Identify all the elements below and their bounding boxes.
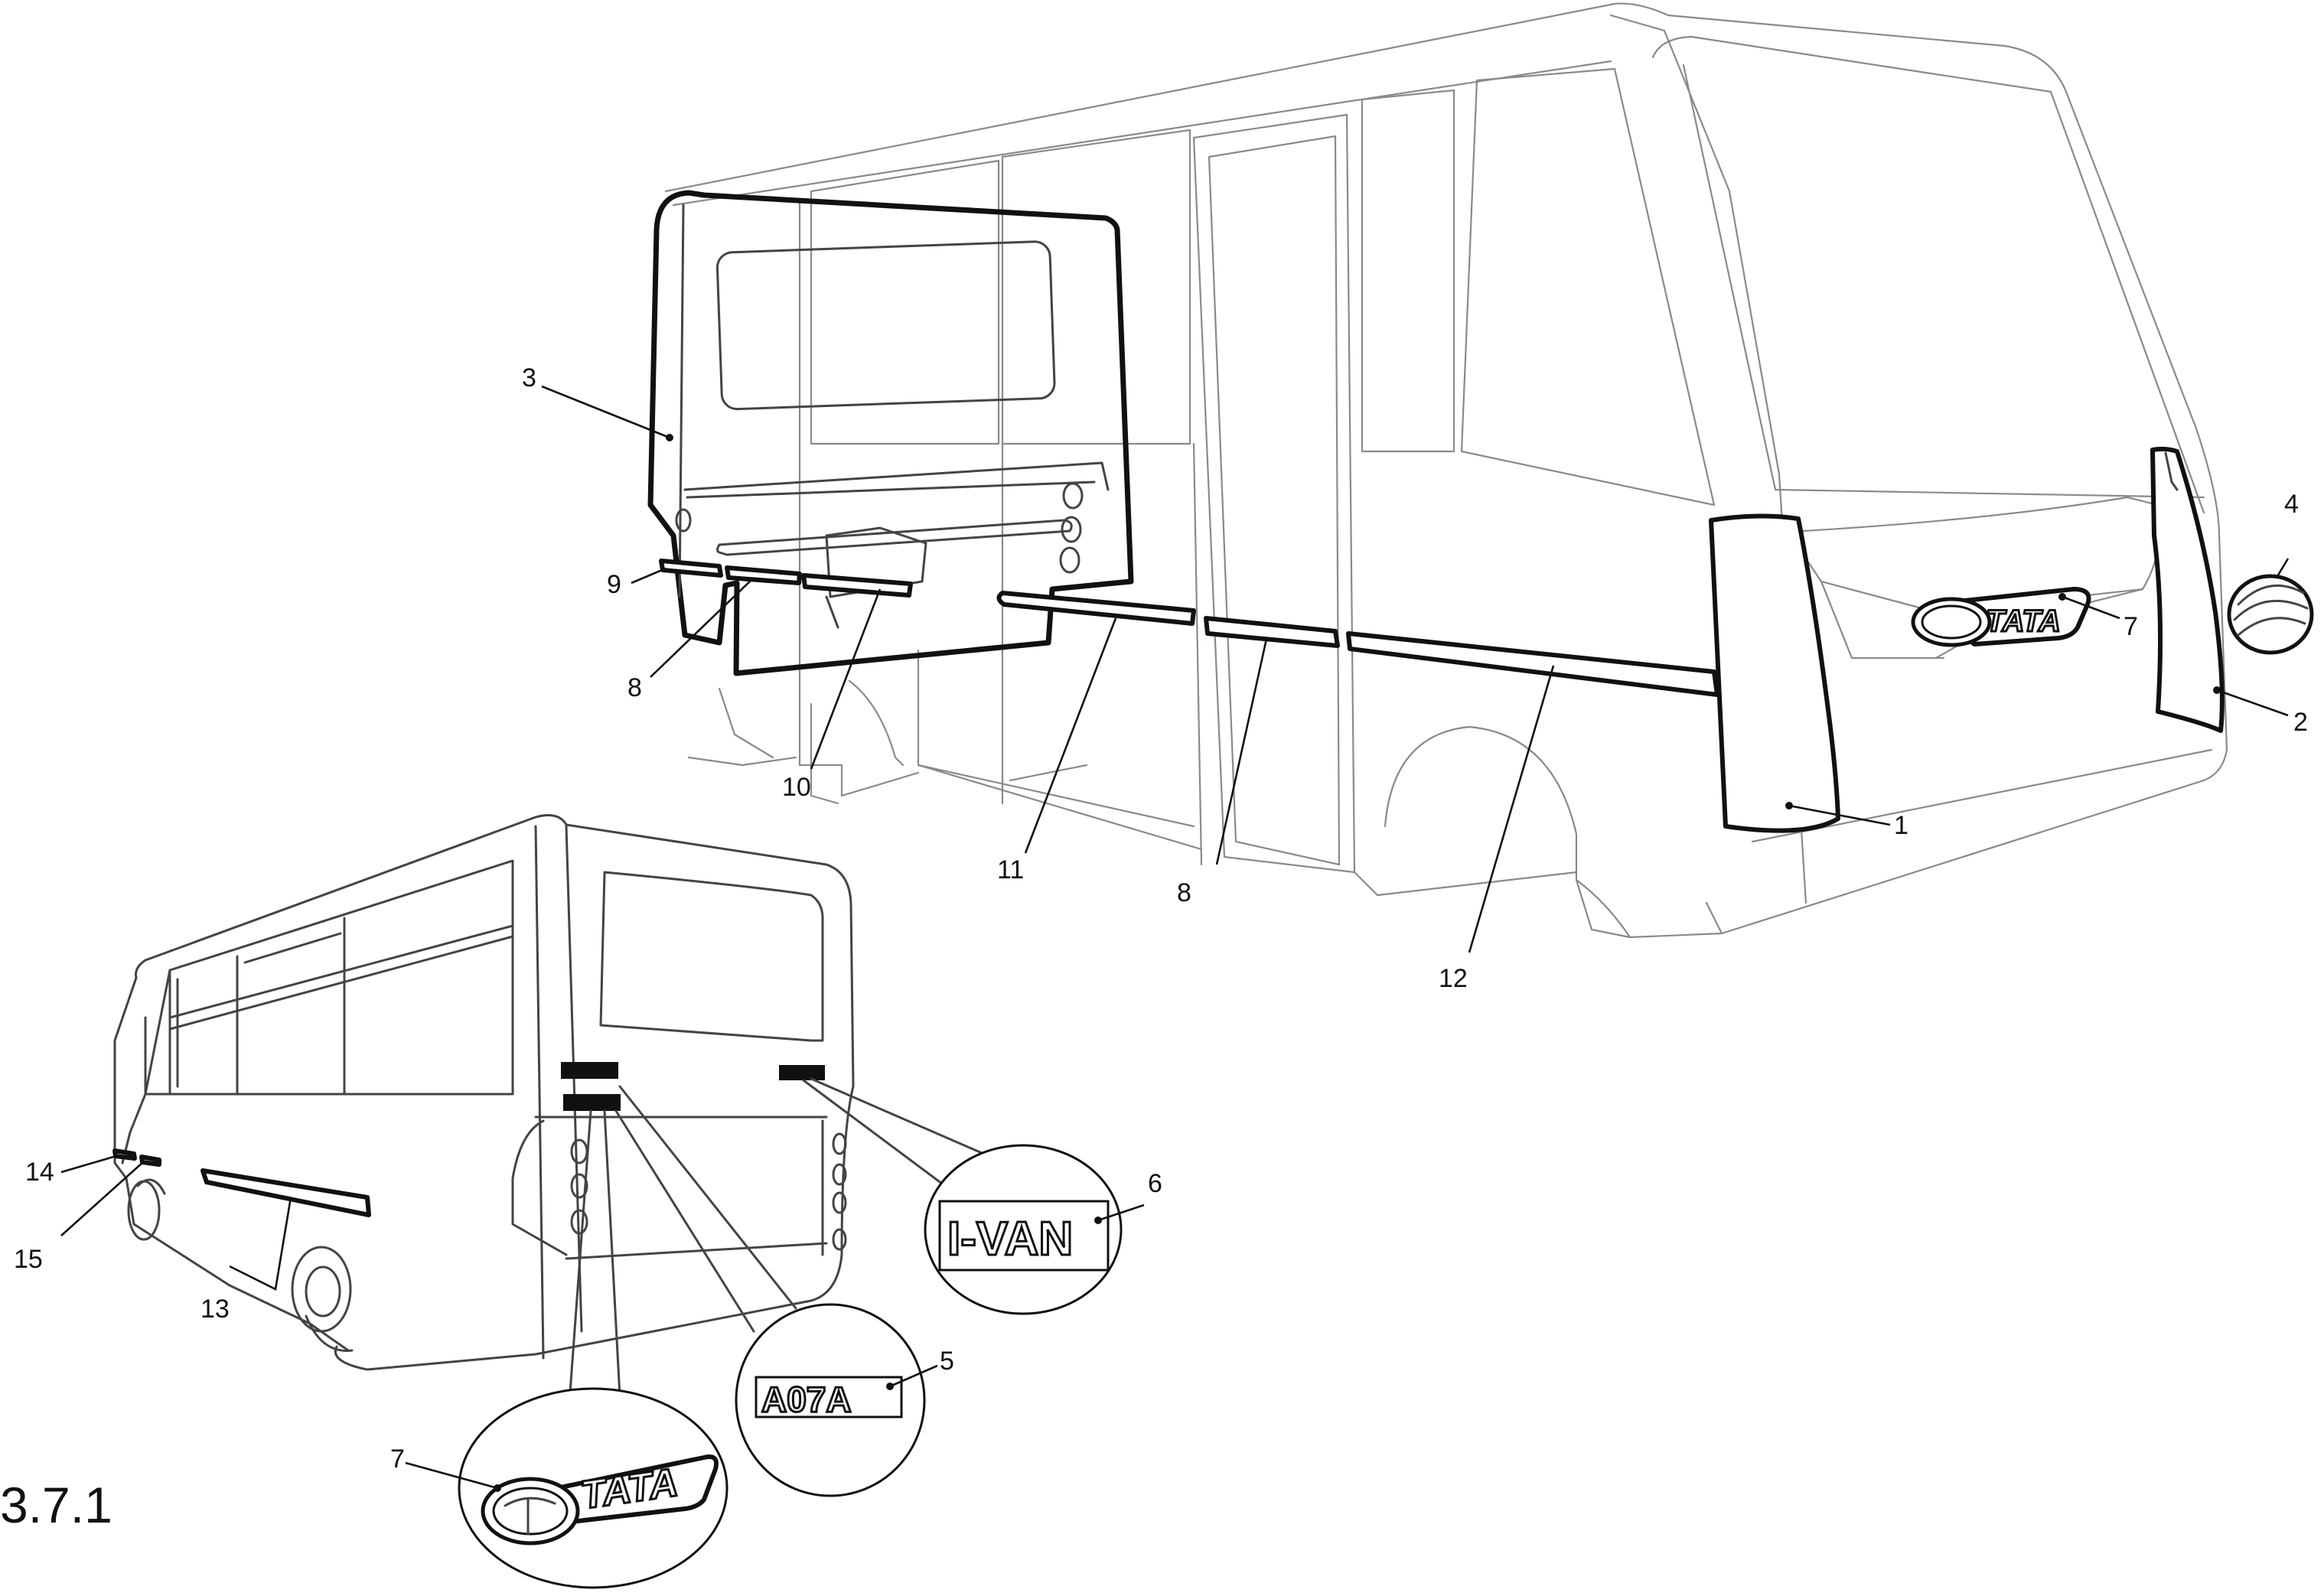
callout-labels: 1 2 3 4 5 6 7 8 9 10 11 12 13 14 15 8 7 [14,363,2308,1474]
callout-5: 5 [940,1347,954,1376]
badge-position-5 [563,1094,621,1111]
molding-8a [725,565,802,585]
front-tata-emblem: TATA [1911,587,2091,647]
molding-11 [996,591,1196,626]
badge-position-7 [561,1062,618,1079]
callout-9: 9 [607,570,621,599]
rear-door-frame [647,190,1134,676]
front-emblem-4 [2227,574,2314,655]
callout-8-side: 8 [1177,878,1191,907]
callout-7-front: 7 [2124,612,2138,641]
molding-10 [801,573,913,598]
callout-7-lower: 7 [390,1445,405,1474]
leader-lines [60,385,2290,1492]
lower-bus-outline [112,814,855,1371]
callout-3: 3 [522,363,536,392]
corner-panel-2 [2150,446,2225,733]
zoom-bubble-7: TATA [458,1109,728,1589]
callout-4: 4 [2284,490,2299,519]
model-badge-text: I-VAN [947,1213,1073,1265]
callout-8-rear: 8 [627,673,642,702]
figure-number: 3.7.1 [0,1477,112,1533]
molding-12 [1346,631,1719,697]
front-corner-panels [1709,446,2225,833]
front-emblem-brand: TATA [1986,604,2061,638]
zoom-bubble-6: I-VAN [802,1077,1123,1315]
callout-10: 10 [782,773,811,802]
callout-15: 15 [14,1245,43,1274]
callout-14: 14 [25,1158,54,1187]
corner-panel-1 [1709,513,1840,833]
callout-11: 11 [997,855,1024,884]
molding-8b [1204,616,1340,648]
callout-12: 12 [1439,964,1468,993]
side-moldings [659,559,1719,697]
callout-2: 2 [2293,708,2308,737]
upper-bus-outline [664,2,2228,939]
callout-1: 1 [1894,811,1908,840]
code-badge-text: A07A [761,1379,852,1419]
callout-6: 6 [1148,1169,1162,1198]
zoom-bubble-5: A07A [614,1085,926,1497]
callout-13: 13 [200,1295,230,1324]
molding-9 [659,559,723,578]
badge-position-6 [779,1065,825,1080]
